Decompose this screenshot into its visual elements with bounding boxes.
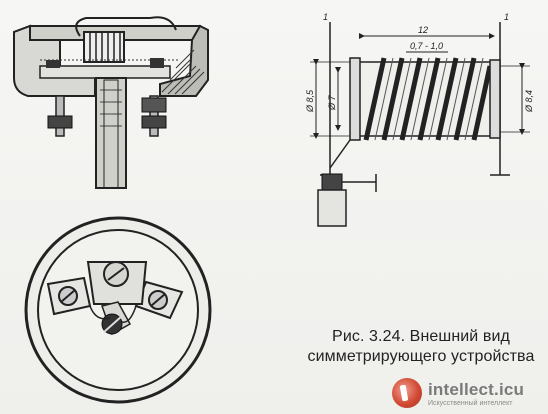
device-front-view (24, 216, 212, 404)
reference-label-left: 1 (323, 12, 328, 22)
inner-diameter-label: Ø 7 (327, 94, 337, 111)
device-cross-section (13, 16, 209, 189)
watermark-site-name: intellect.icu (428, 380, 525, 399)
caption-line-2: симметрирующего устройства (307, 348, 535, 365)
caption-line-1: Рис. 3.24. Внешний вид (332, 328, 510, 345)
length-dimension: 12 (418, 25, 428, 35)
watermark-tagline: Искусственный интеллект (428, 400, 513, 407)
site-watermark[interactable]: intellect.icu Искусственный интеллект (392, 376, 542, 410)
figure-caption: Рис. 3.24. Внешний вид симметрирующего у… (296, 327, 546, 367)
winding-diagram: 1 1 12 0,7 - 1,0 Ø 8,5 Ø 7 Ø 8, (305, 12, 534, 227)
watermark-logo-icon (392, 378, 422, 408)
right-diameter-label: Ø 8,4 (524, 90, 534, 113)
pitch-dimension: 0,7 - 1,0 (410, 41, 443, 51)
reference-label-right: 1 (504, 12, 509, 22)
outer-diameter-label: Ø 8,5 (305, 89, 315, 113)
